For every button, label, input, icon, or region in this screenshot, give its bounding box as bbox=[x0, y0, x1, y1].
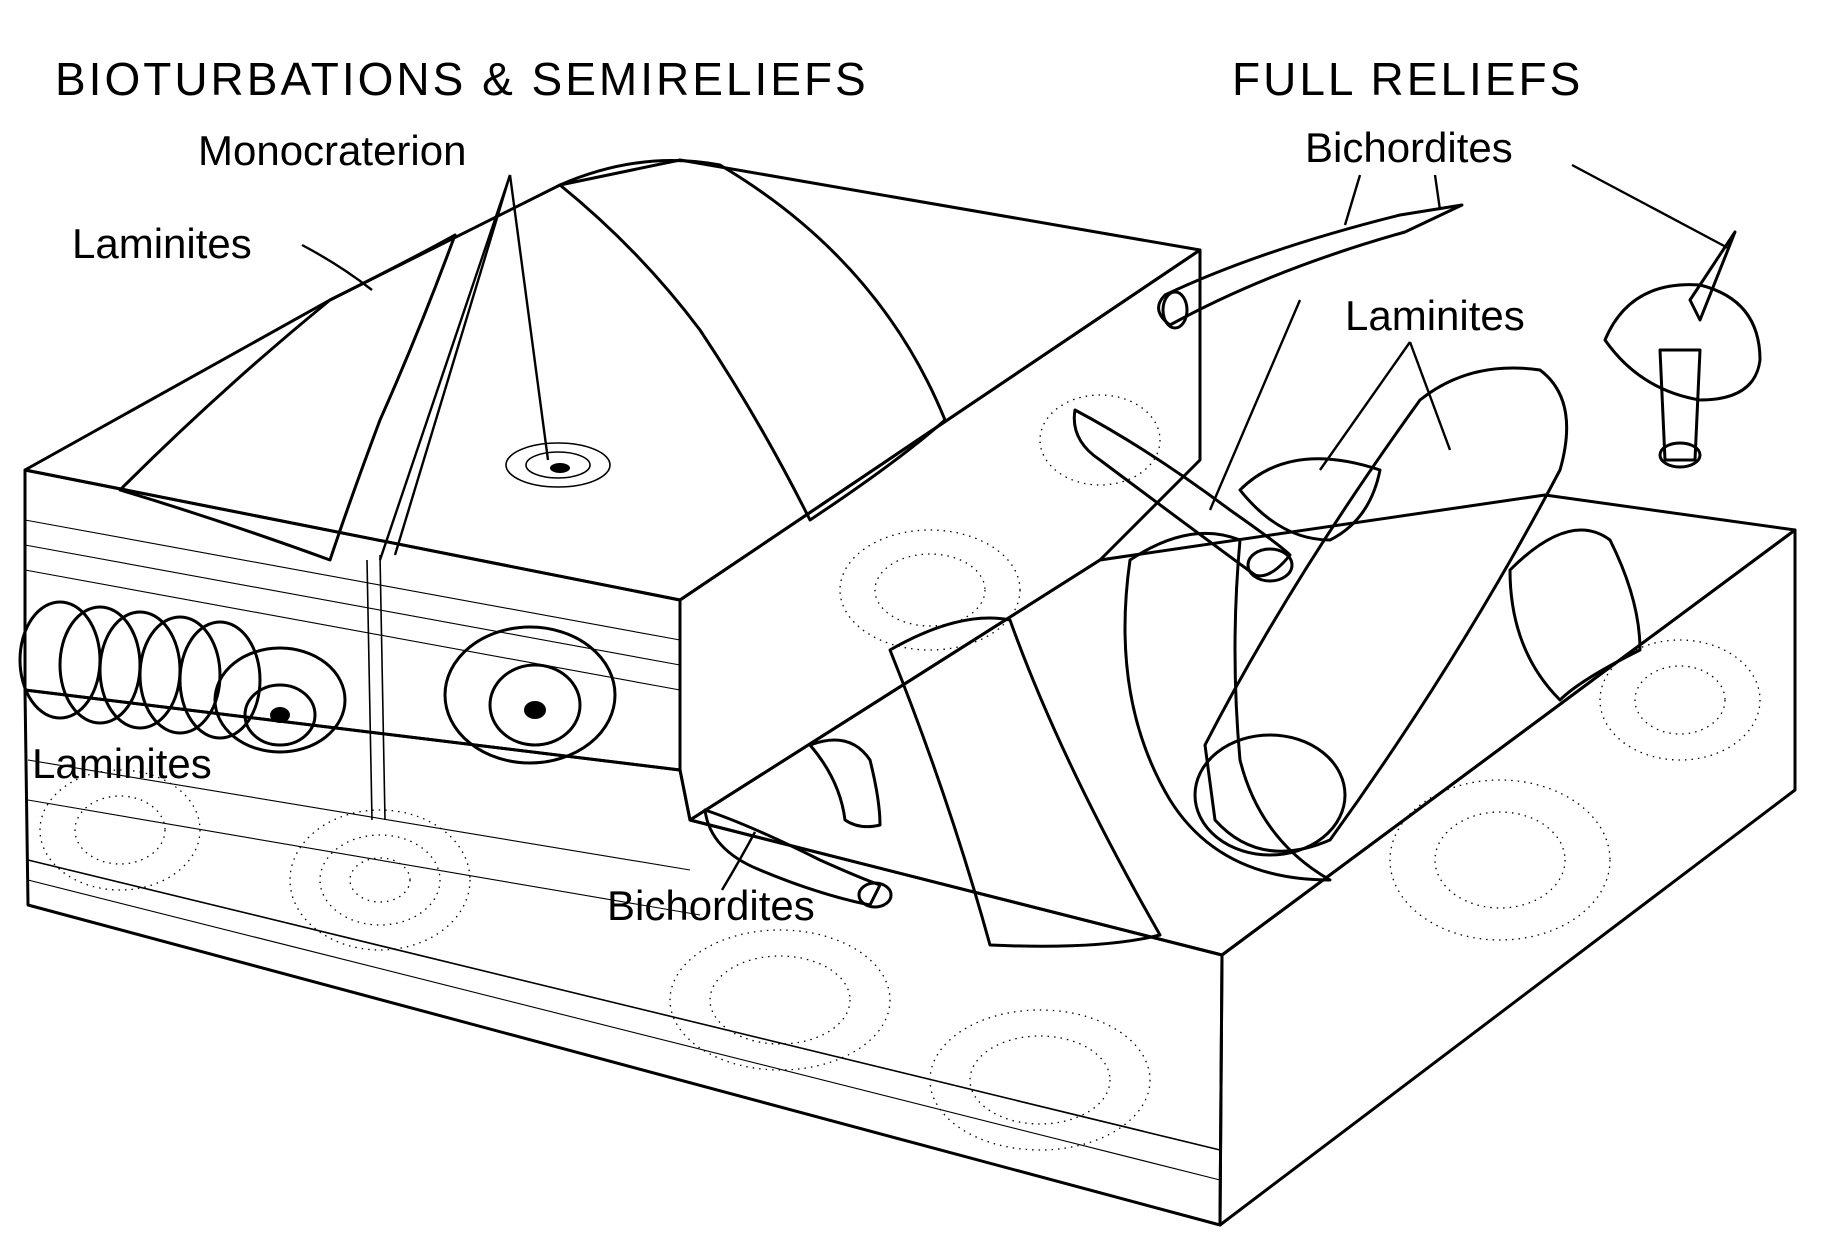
bioturbation-swirls bbox=[39, 394, 1761, 1151]
leader-lines bbox=[301, 163, 1729, 891]
bichordites-slope-tube bbox=[1072, 408, 1292, 578]
label-bichordites-bottom: Bichordites bbox=[607, 882, 815, 929]
sediment-block bbox=[23, 158, 1797, 1227]
bedding-lines bbox=[24, 519, 1221, 1181]
laminite-band-top bbox=[558, 159, 947, 522]
lower-slab-right-face bbox=[1218, 528, 1797, 1227]
label-laminites-side: Laminites bbox=[32, 740, 212, 787]
bichordites-tubes bbox=[703, 203, 1464, 909]
laminite-discs-side bbox=[18, 600, 347, 754]
lower-slab-top-surface bbox=[688, 493, 1797, 957]
heading-bioturbations: BIOTURBATIONS & SEMIRELIEFS bbox=[55, 53, 869, 105]
full-relief-specimen bbox=[1603, 230, 1762, 469]
label-monocraterion: Monocraterion bbox=[198, 127, 466, 174]
specimen-spike bbox=[1688, 230, 1737, 322]
full-relief-cylinder bbox=[1193, 366, 1569, 857]
cylinder-end bbox=[1193, 733, 1347, 857]
laminite-band-slope bbox=[888, 616, 1162, 948]
burrow-cross-section bbox=[443, 625, 617, 765]
label-laminites-top: Laminites bbox=[72, 220, 252, 267]
label-laminites-right: Laminites bbox=[1345, 292, 1525, 339]
bichordites-lower-tube bbox=[703, 808, 882, 907]
laminites-burrows bbox=[118, 159, 1642, 948]
burrow-shaft-line bbox=[379, 554, 386, 821]
upper-block-right-face bbox=[678, 248, 1202, 822]
label-bichordites-top: Bichordites bbox=[1305, 124, 1513, 171]
laminite-trough-left bbox=[118, 233, 457, 562]
heading-full-reliefs: FULL RELIEFS bbox=[1232, 53, 1583, 105]
monocraterion-crater bbox=[505, 442, 611, 488]
upper-block-left-face bbox=[23, 468, 682, 772]
laminite-far-right bbox=[1508, 528, 1642, 702]
specimen-stem bbox=[1658, 348, 1702, 462]
laminite-band-right bbox=[1123, 531, 1332, 882]
laminite-patch-center bbox=[1238, 457, 1382, 542]
